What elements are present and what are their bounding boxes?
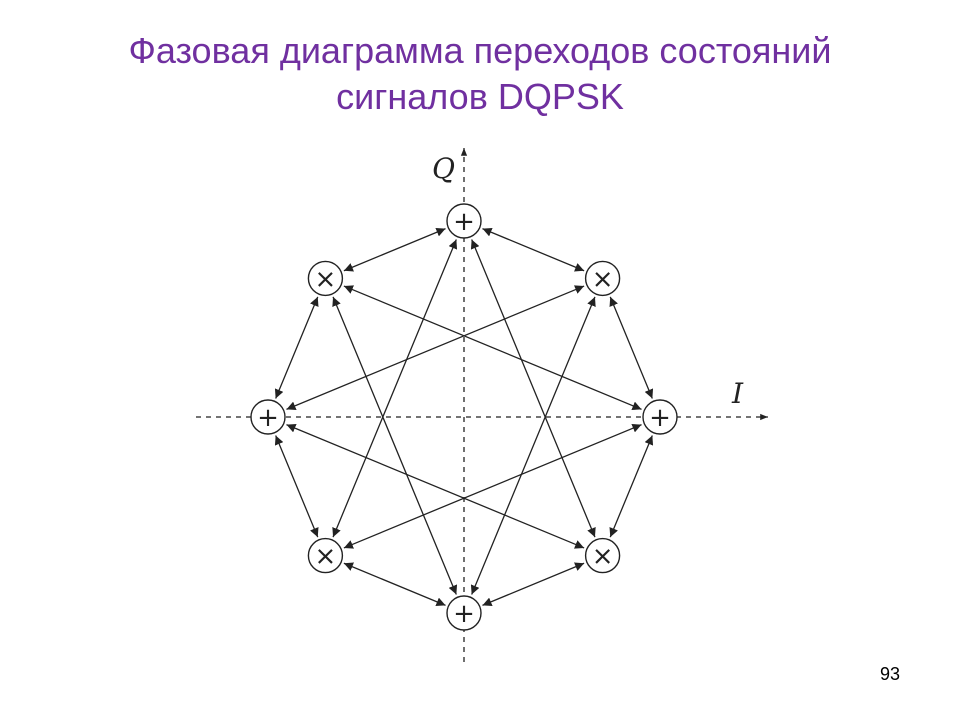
plus-icon: +: [649, 403, 671, 433]
transition-arrow: [609, 435, 654, 538]
transition-arrow: [274, 435, 319, 538]
cross-icon: ×: [592, 264, 614, 294]
transition-arrow: [343, 562, 446, 607]
cross-state-point: ×: [584, 260, 621, 297]
plus-icon: +: [453, 207, 475, 237]
i-axis-label: I: [731, 377, 744, 410]
cross-icon: ×: [592, 542, 614, 572]
state-circle: [307, 537, 344, 574]
transition-arrow: [343, 423, 642, 549]
transition-arrow: [274, 296, 319, 399]
plus-state-point: +: [446, 203, 482, 239]
state-circle: [446, 203, 482, 239]
cross-state-point: ×: [307, 537, 344, 574]
state-circle: [446, 595, 482, 631]
slide-title: Фазовая диаграмма переходов состояний си…: [0, 28, 960, 120]
cross-icon: ×: [315, 264, 337, 294]
transition-arrow: [332, 296, 458, 595]
plus-state-point: +: [446, 595, 482, 631]
plus-state-point: +: [642, 399, 678, 435]
state-circle: [642, 399, 678, 435]
cross-state-point: ×: [307, 260, 344, 297]
cross-state-point: ×: [584, 537, 621, 574]
q-axis-label: Q: [432, 152, 455, 185]
transition-arrow: [286, 285, 585, 411]
transition-arrow: [343, 285, 642, 411]
title-line-1: Фазовая диаграмма переходов состояний: [128, 30, 832, 71]
transition-arrow: [470, 239, 596, 538]
transition-arrow: [482, 562, 585, 607]
state-circle: [584, 537, 621, 574]
plus-icon: +: [257, 403, 279, 433]
state-circle: [307, 260, 344, 297]
state-points: + × + × + × + ×: [250, 203, 678, 631]
state-circle: [584, 260, 621, 297]
state-circle: [250, 399, 286, 435]
page-number: 93: [879, 664, 900, 684]
transition-arrow: [470, 296, 596, 595]
transition-arrow: [343, 227, 446, 272]
cross-icon: ×: [315, 542, 337, 572]
transition-arrows: [274, 227, 654, 607]
title-line-2: сигналов DQPSK: [336, 76, 624, 117]
transition-arrow: [332, 239, 458, 538]
transition-arrow: [286, 423, 585, 549]
transition-arrow: [482, 227, 585, 272]
plus-state-point: +: [250, 399, 286, 435]
plus-icon: +: [453, 599, 475, 629]
transition-arrow: [609, 296, 654, 399]
